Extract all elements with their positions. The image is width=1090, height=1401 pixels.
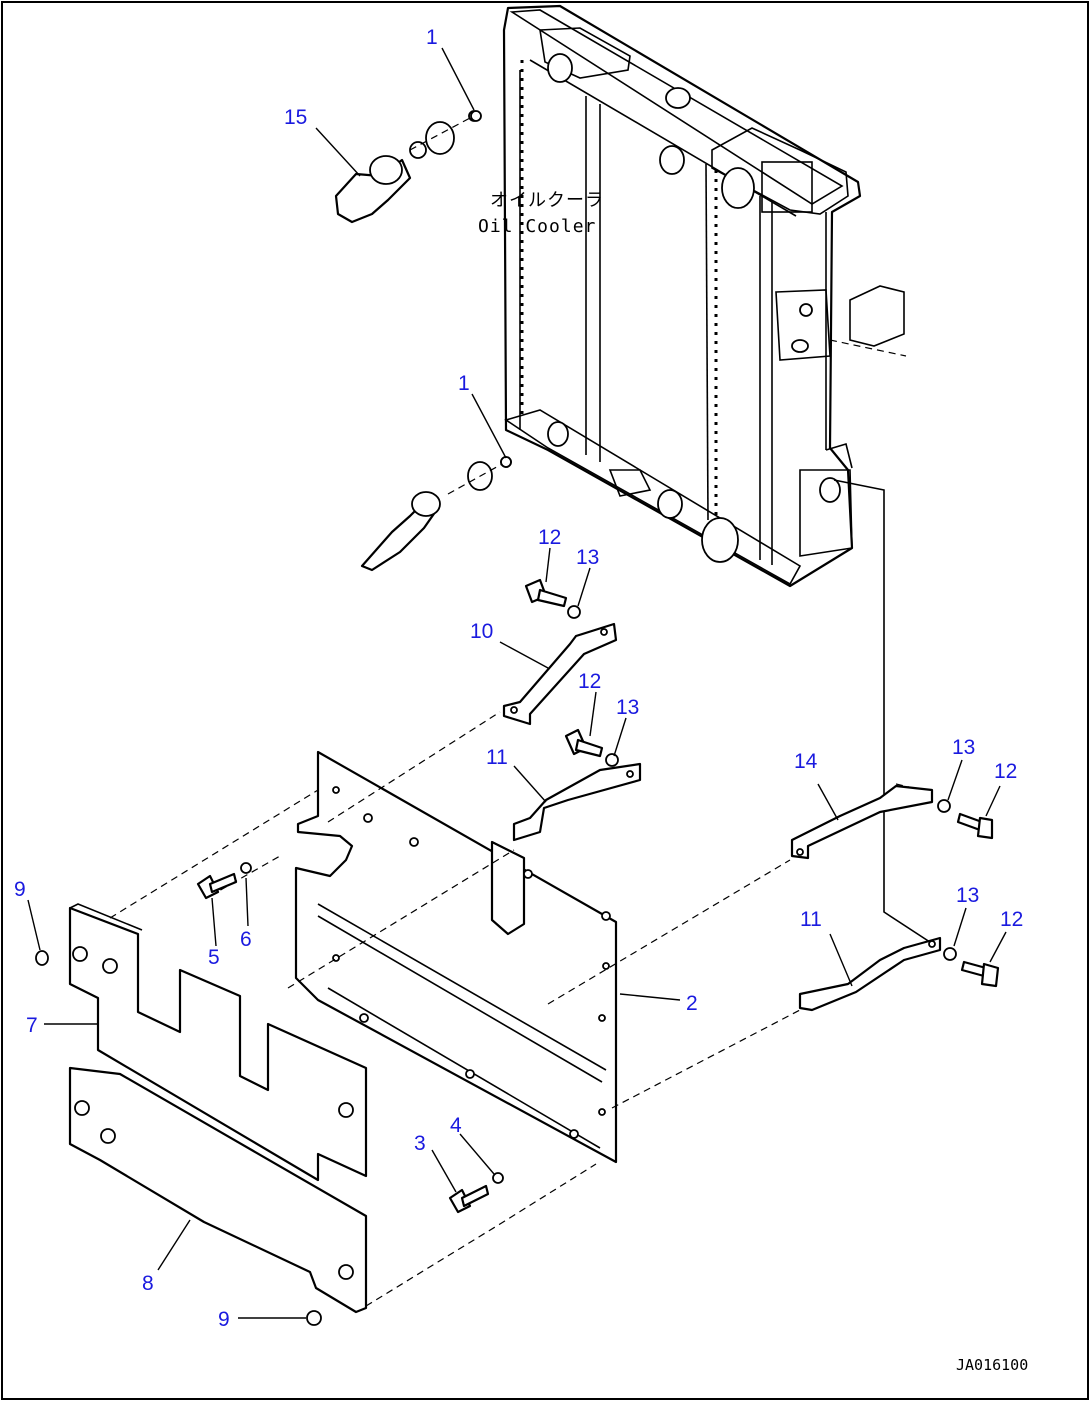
callout-4: 4 <box>450 1114 462 1137</box>
callout-11-lower: 11 <box>800 908 822 931</box>
callout-5: 5 <box>208 946 220 969</box>
bracket-14 <box>790 784 934 860</box>
callout-9-lower: 9 <box>218 1308 230 1331</box>
callout-13-upper: 13 <box>576 546 599 569</box>
bolt-12-right-top <box>937 799 994 840</box>
callout-2: 2 <box>686 992 698 1015</box>
callout-6: 6 <box>240 928 252 951</box>
bracket-11-upper <box>512 762 642 842</box>
callout-8: 8 <box>142 1272 154 1295</box>
callout-14: 14 <box>794 750 818 773</box>
callout-9-upper: 9 <box>14 878 26 901</box>
bolt-12-upper <box>524 578 581 619</box>
bar-8 <box>68 1066 368 1314</box>
callout-1-upper: 1 <box>426 26 438 49</box>
bolt-12-right-bottom <box>943 947 1000 988</box>
callout-12-upper: 12 <box>538 526 561 549</box>
callout-11-upper: 11 <box>486 746 508 769</box>
callout-labels: 1 15 1 12 13 10 12 13 11 14 13 12 9 5 6 … <box>14 26 1023 1331</box>
part-15-elbow <box>334 110 480 224</box>
bracket-11-lower <box>798 936 942 1012</box>
callout-1-lower: 1 <box>458 372 470 395</box>
leader-lines <box>27 47 1007 1319</box>
o-ring-9-upper <box>35 950 49 966</box>
alignment-lines <box>109 711 801 1307</box>
stay-10 <box>502 622 618 726</box>
drawing-code: JA016100 <box>956 1356 1028 1374</box>
callout-12-right-bottom: 12 <box>1000 908 1023 931</box>
callout-12-right-top: 12 <box>994 760 1017 783</box>
oil-cooler-label-jp: オイルクーラ <box>490 190 604 211</box>
lower-elbow <box>360 456 512 572</box>
bolt-12-middle <box>564 728 619 767</box>
panel-2 <box>294 750 618 1164</box>
callout-7: 7 <box>26 1014 38 1037</box>
o-ring-9-lower <box>306 1310 322 1326</box>
o-ring-1-upper <box>470 110 482 122</box>
plate-7 <box>68 903 368 1182</box>
oil-cooler-label-en: Oil Cooler <box>478 216 596 237</box>
callout-12-middle: 12 <box>578 670 601 693</box>
bolt-5 <box>196 862 252 900</box>
callout-13-right-bottom: 13 <box>956 884 979 907</box>
bolt-3 <box>448 1172 504 1214</box>
callout-13-middle: 13 <box>616 696 639 719</box>
callout-15: 15 <box>284 106 307 129</box>
callout-13-right-top: 13 <box>952 736 975 759</box>
oil-cooler: オイルクーラ Oil Cooler <box>478 4 907 588</box>
o-ring-1-lower <box>500 456 512 468</box>
reference-line <box>833 479 937 947</box>
callout-10: 10 <box>470 620 493 643</box>
callout-3: 3 <box>414 1132 426 1155</box>
